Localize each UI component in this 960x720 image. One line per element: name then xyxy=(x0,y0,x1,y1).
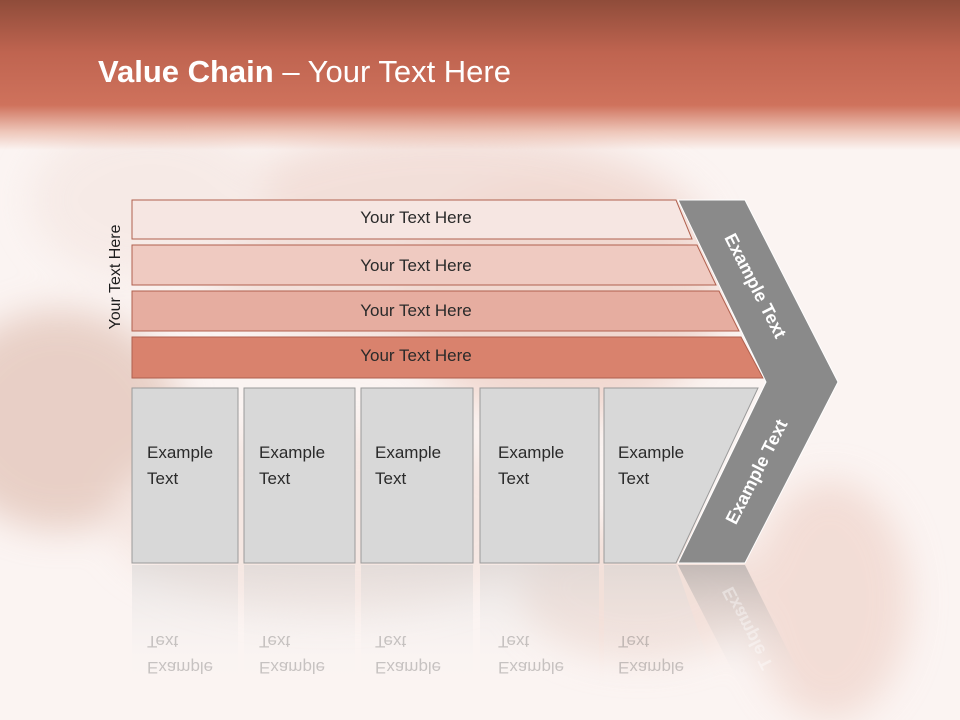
reflection-box-2 xyxy=(244,565,355,695)
title-bold: Value Chain xyxy=(98,54,274,89)
activity-box-2-line1: Example xyxy=(259,443,326,462)
activity-box-1-reflection: Example Text xyxy=(147,628,213,680)
support-bar-2 xyxy=(131,244,717,286)
activity-box-4-reflection-line2: Text xyxy=(498,632,530,651)
activity-box-1-line1: Example xyxy=(147,443,214,462)
activity-box-5-line2: Text xyxy=(618,469,650,488)
activity-box-3-line2: Text xyxy=(375,469,407,488)
activity-box-2 xyxy=(243,387,356,564)
reflection-box-3 xyxy=(361,565,473,695)
activity-box-1-reflection-line2: Text xyxy=(147,632,179,651)
activity-box-4-reflection-line1: Example xyxy=(498,658,565,677)
activity-box-1-reflection-line1: Example xyxy=(147,658,214,677)
activity-box-3-reflection-line1: Example xyxy=(375,658,442,677)
support-bar-4-label: Your Text Here xyxy=(360,346,472,365)
support-bar-3-label: Your Text Here xyxy=(360,301,472,320)
activity-box-4-line2: Text xyxy=(498,469,530,488)
reflection-box-4 xyxy=(480,565,599,695)
slide-title: Value Chain – Your Text Here xyxy=(98,54,511,90)
activity-box-2-reflection-line1: Example xyxy=(259,658,326,677)
activity-box-1-line2: Text xyxy=(147,469,179,488)
activity-box-2-label: Example Text xyxy=(259,440,325,492)
activity-box-2-reflection-line2: Text xyxy=(259,632,291,651)
activity-box-3-reflection-line2: Text xyxy=(375,632,407,651)
support-bar-2-label: Your Text Here xyxy=(360,256,472,275)
title-rest: – Your Text Here xyxy=(273,54,511,89)
support-bar-4 xyxy=(131,336,764,379)
header-band xyxy=(0,0,960,150)
activity-box-5-line1: Example xyxy=(618,443,685,462)
activity-box-5 xyxy=(603,387,759,564)
activity-box-5-reflection-line1: Example xyxy=(618,658,685,677)
activity-box-5-reflection-line2: Text xyxy=(618,632,650,651)
activity-box-1 xyxy=(131,387,239,564)
activity-box-3-line1: Example xyxy=(375,443,442,462)
activity-box-5-reflection: Example Text xyxy=(618,628,684,680)
activity-box-3-reflection: Example Text xyxy=(375,628,441,680)
activity-box-4 xyxy=(479,387,600,564)
activity-box-2-reflection: Example Text xyxy=(259,628,325,680)
activity-box-4-line1: Example xyxy=(498,443,565,462)
activity-box-4-label: Example Text xyxy=(498,440,564,492)
reflection-box-1 xyxy=(132,565,238,695)
support-bar-1 xyxy=(131,199,693,240)
activity-box-3 xyxy=(360,387,474,564)
activity-box-3-label: Example Text xyxy=(375,440,441,492)
activity-box-5-label: Example Text xyxy=(618,440,684,492)
support-bar-1-label: Your Text Here xyxy=(360,208,472,227)
reflection-box-5 xyxy=(604,565,720,695)
activity-box-4-reflection: Example Text xyxy=(498,628,564,680)
support-bar-3 xyxy=(131,290,740,332)
reflection-chevron xyxy=(678,565,810,695)
activity-box-1-label: Example Text xyxy=(147,440,213,492)
activity-box-2-line2: Text xyxy=(259,469,291,488)
margin-chevron xyxy=(677,199,839,564)
